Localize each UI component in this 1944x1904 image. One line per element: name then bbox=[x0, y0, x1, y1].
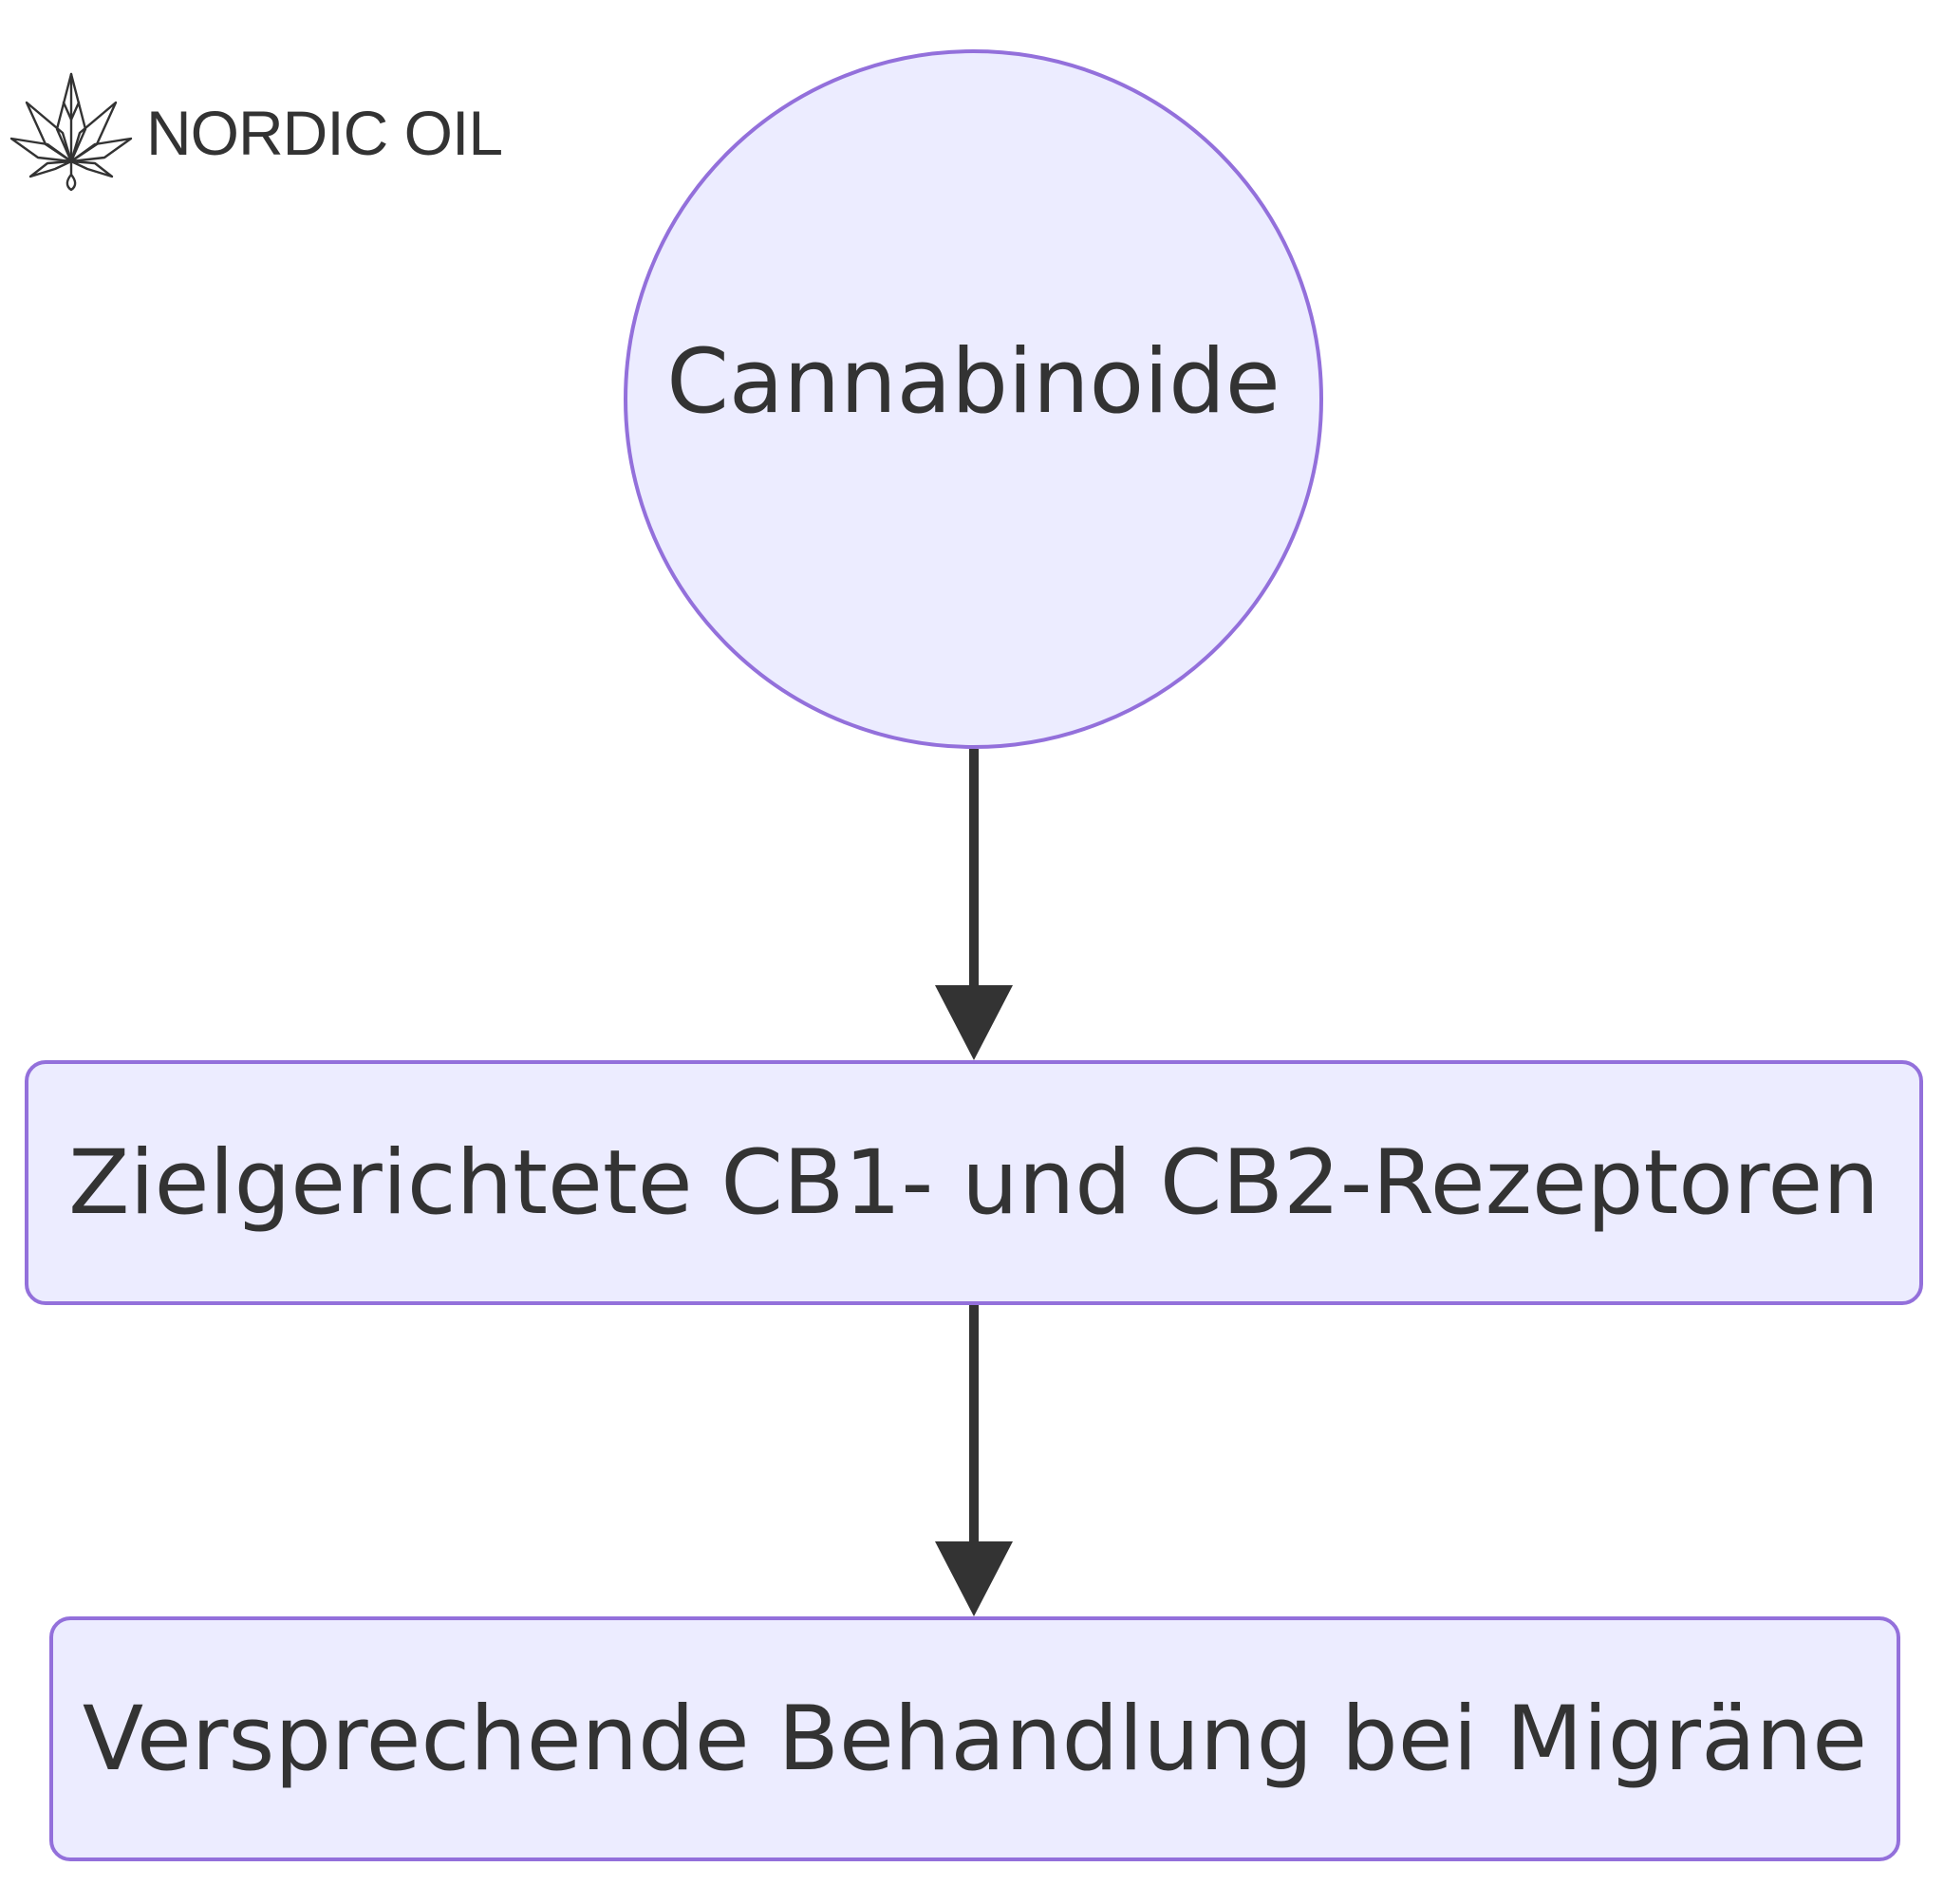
node-behandlung: Versprechende Behandlung bei Migräne bbox=[49, 1616, 1900, 1861]
brand-logo: NORDIC OIL bbox=[9, 66, 503, 199]
edge-cannabinoide-to-rezeptoren bbox=[935, 749, 1013, 1060]
edge-arrowhead bbox=[935, 1541, 1013, 1616]
node-label: Cannabinoide bbox=[666, 330, 1280, 434]
node-label: Versprechende Behandlung bei Migräne bbox=[82, 1687, 1868, 1791]
brand-name: NORDIC OIL bbox=[146, 98, 503, 168]
node-label: Zielgerichtete CB1- und CB2-Rezeptoren bbox=[68, 1130, 1879, 1235]
node-rezeptoren: Zielgerichtete CB1- und CB2-Rezeptoren bbox=[25, 1060, 1923, 1305]
node-cannabinoide: Cannabinoide bbox=[624, 49, 1323, 749]
edge-rezeptoren-to-behandlung bbox=[935, 1305, 1013, 1616]
edge-arrowhead bbox=[935, 985, 1013, 1060]
cannabis-leaf-icon bbox=[9, 72, 133, 192]
